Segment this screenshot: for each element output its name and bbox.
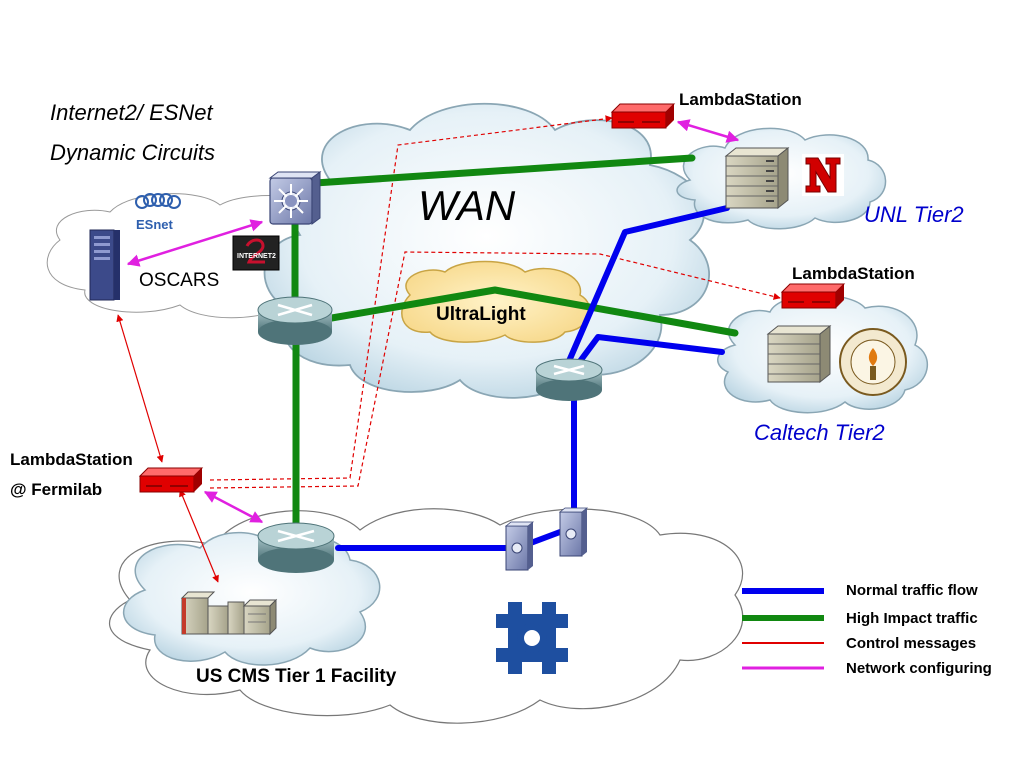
blue-unl-path <box>563 205 730 371</box>
wan-router-left-icon <box>257 296 333 345</box>
uscms-tier1-label: US CMS Tier 1 Facility <box>196 666 397 687</box>
diagram-title-line1: Internet2/ ESNet <box>50 100 213 125</box>
cms-equipment-icon <box>180 591 278 636</box>
control-dashed-right <box>209 251 781 489</box>
lambdastation-top-icon <box>610 103 676 129</box>
internet2-logo-text: INTERNET2 <box>237 253 276 260</box>
lambdastation-fermilab-label: LambdaStation <box>10 450 133 469</box>
high-impact-paths <box>291 154 739 532</box>
green-switch-unl <box>311 154 696 187</box>
legend-item-high-impact: High Impact traffic <box>742 610 1022 632</box>
esnet-logo-icon <box>134 193 184 228</box>
fermilab-switch-2-icon <box>558 507 589 557</box>
normal-traffic-paths <box>335 205 730 551</box>
lambdastation-top-label: LambdaStation <box>679 90 802 109</box>
control-solid-lines <box>116 314 219 583</box>
internet2-logo-icon <box>232 235 280 271</box>
magenta-oscars-switch <box>126 219 264 267</box>
control-oscars-fermilab <box>116 314 164 463</box>
ultralight-label: UltraLight <box>436 304 526 325</box>
legend-lines <box>742 588 824 670</box>
legend-label-control: Control messages <box>846 635 977 652</box>
uscms-cloud <box>122 531 381 666</box>
diagram-title-line2: Dynamic Circuits <box>50 140 216 165</box>
blue-switch-link <box>525 529 563 547</box>
control-fermilab-cms <box>179 489 219 583</box>
caltech-seal-icon <box>839 328 907 396</box>
configuring-arrows <box>126 119 740 524</box>
green-router-caltech <box>316 286 739 337</box>
wan-label: WAN <box>418 182 516 229</box>
fermilab-switch-1-icon <box>504 521 535 571</box>
oscars-label: OSCARS <box>139 270 220 291</box>
legend-label-configuring: Network configuring <box>846 660 992 677</box>
fermilab-logo-icon <box>496 602 568 674</box>
lambdastation-fermilab-icon <box>138 467 204 493</box>
magenta-fermilab-router <box>203 490 264 524</box>
lambdastation-fermilab-sublabel: @ Fermilab <box>10 480 103 499</box>
wan-cloud <box>263 102 710 399</box>
esnet-logo-text: ESnet <box>136 217 174 232</box>
legend-item-control: Control messages <box>742 635 1022 657</box>
wan-switch-icon <box>268 171 322 225</box>
lambdastation-right-label: LambdaStation <box>792 264 915 283</box>
legend-item-normal: Normal traffic flow <box>742 582 1022 604</box>
legend-label-high-impact: High Impact traffic <box>846 610 978 627</box>
unl-tier2-label: UNL Tier2 <box>864 202 964 227</box>
fermilab-router-icon <box>257 522 335 573</box>
oscars-server-icon <box>89 229 120 301</box>
lambdastation-right-icon <box>780 283 846 309</box>
wan-router-right-icon <box>535 358 603 401</box>
blue-caltech-path <box>572 334 725 371</box>
nebraska-logo-icon <box>802 154 844 196</box>
caltech-server-icon <box>766 324 832 384</box>
unl-server-icon <box>724 146 790 210</box>
legend-item-configuring: Network configuring <box>742 660 1022 682</box>
caltech-tier2-label: Caltech Tier2 <box>754 420 885 445</box>
legend-label-normal: Normal traffic flow <box>846 582 978 599</box>
magenta-lambda-unl <box>676 119 740 143</box>
